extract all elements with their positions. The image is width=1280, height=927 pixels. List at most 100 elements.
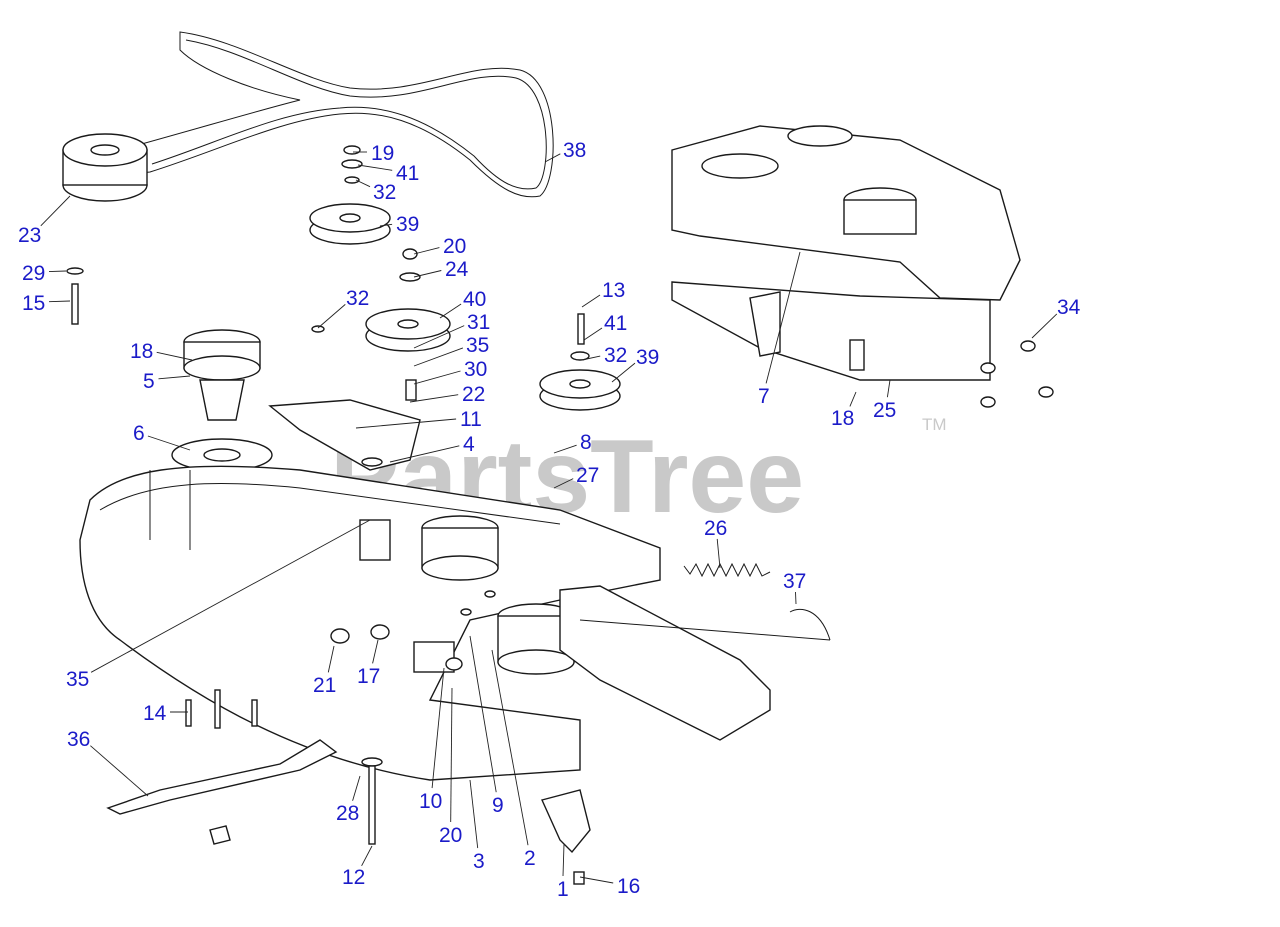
callout-c35b: 35 (66, 519, 371, 691)
callout-leader-line (372, 639, 379, 664)
callout-label: 17 (357, 665, 380, 688)
mower-deck (79, 465, 661, 781)
callout-c4: 4 (389, 433, 475, 463)
callout-leader-line (439, 303, 462, 319)
callout-leader-line (765, 251, 801, 384)
callout-leader-line (48, 270, 67, 273)
callout-label: 21 (313, 674, 336, 697)
idler-pulley-right (539, 369, 621, 411)
callout-leader-line (379, 223, 393, 227)
clutch-bolt (66, 267, 84, 325)
callout-label: 3 (473, 850, 485, 873)
callout-label: 4 (463, 433, 475, 456)
callout-leader-line (562, 843, 565, 877)
callout-leader-line (581, 294, 601, 308)
callout-c3: 3 (469, 779, 485, 873)
callout-label: 32 (373, 181, 396, 204)
callout-label: 38 (563, 139, 586, 162)
callout-leader-line (355, 179, 371, 188)
callout-label: 20 (443, 235, 466, 258)
callout-leader-line (48, 300, 71, 303)
callout-label: 29 (22, 262, 45, 285)
callout-leader-line (355, 418, 457, 429)
callout-c18a: 18 (130, 340, 193, 363)
callout-label: 41 (396, 162, 419, 185)
callout-c16: 16 (579, 875, 640, 898)
watermark-trademark: TM (922, 415, 947, 434)
callout-leader-line (158, 375, 191, 380)
callout-c12: 12 (342, 845, 373, 889)
callout-c15: 15 (22, 292, 71, 315)
clutch-pulley (62, 133, 148, 202)
callout-c32b: 32 (317, 287, 369, 329)
idler-pulley-center (365, 308, 451, 352)
callout-label: 32 (346, 287, 369, 310)
callout-label: 5 (143, 370, 155, 393)
callout-leader-line (40, 195, 71, 227)
callout-c17: 17 (357, 639, 380, 688)
spindle-assembly-left (171, 329, 273, 472)
callout-leader-line (413, 270, 442, 278)
callout-label: 8 (580, 431, 592, 454)
callout-c7: 7 (758, 251, 801, 408)
mower-blade (106, 739, 338, 845)
callout-label: 35 (466, 334, 489, 357)
callout-leader-line (1031, 313, 1058, 339)
callout-c36: 36 (67, 728, 149, 797)
small-hardware-lower (330, 590, 496, 673)
callout-label: 20 (439, 824, 462, 847)
callout-leader-line (583, 327, 603, 341)
deck-bolts (185, 689, 258, 729)
callout-label: 18 (831, 407, 854, 430)
callout-c21: 21 (313, 645, 336, 697)
callout-c29: 29 (22, 262, 67, 285)
callout-c40: 40 (439, 288, 486, 319)
callout-leader-line (413, 347, 464, 367)
callout-label: 9 (492, 794, 504, 817)
callout-label: 22 (462, 383, 485, 406)
callout-label: 36 (67, 728, 90, 751)
callout-leader-line (469, 779, 479, 849)
callout-label: 23 (18, 224, 41, 247)
callout-c39a: 39 (379, 213, 419, 236)
callout-c9: 9 (469, 635, 504, 817)
callout-label: 41 (604, 312, 627, 335)
callout-leader-line (413, 370, 461, 385)
callout-c32a: 32 (355, 179, 396, 204)
callout-label: 19 (371, 142, 394, 165)
callout-leader-line (450, 687, 453, 823)
callout-leader-line (553, 444, 577, 454)
callout-label: 11 (460, 408, 482, 431)
callout-c10: 10 (419, 667, 445, 813)
callout-leader-line (352, 775, 361, 801)
callout-leader-line (389, 445, 460, 463)
callout-leader-line (581, 355, 601, 361)
callout-label: 37 (783, 570, 806, 593)
callout-leader-line (361, 845, 373, 867)
callout-label: 34 (1057, 296, 1081, 319)
callout-leader-line (413, 325, 465, 349)
callout-c5: 5 (143, 370, 191, 393)
callout-c41a: 41 (357, 162, 419, 185)
callout-c8: 8 (553, 431, 592, 454)
callout-leader-line (147, 435, 191, 451)
callout-label: 28 (336, 802, 359, 825)
callout-label: 14 (143, 702, 167, 725)
callout-label: 13 (602, 279, 625, 302)
callout-c13: 13 (581, 279, 625, 308)
callout-c34: 34 (1031, 296, 1081, 339)
callout-label: 6 (133, 422, 145, 445)
callout-label: 18 (130, 340, 153, 363)
callout-c14: 14 (143, 702, 188, 725)
callout-leader-line (431, 667, 445, 789)
callout-c23: 23 (18, 195, 71, 247)
callout-label: 7 (758, 385, 770, 408)
callout-c30: 30 (413, 358, 487, 385)
deck-inset-view (671, 125, 1054, 408)
idler-bracket (268, 399, 421, 471)
callout-c2: 2 (491, 649, 536, 870)
callout-c38: 38 (544, 139, 586, 163)
drive-belt (105, 31, 554, 198)
